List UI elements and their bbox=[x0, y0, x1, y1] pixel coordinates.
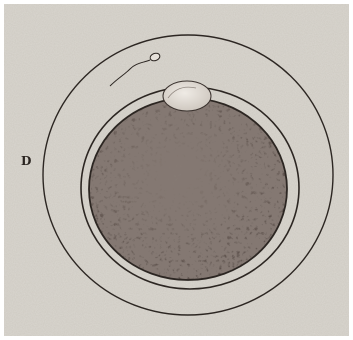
figure-label-d: D bbox=[21, 154, 31, 168]
polar-body bbox=[163, 81, 211, 111]
yolk-mass bbox=[89, 98, 287, 280]
